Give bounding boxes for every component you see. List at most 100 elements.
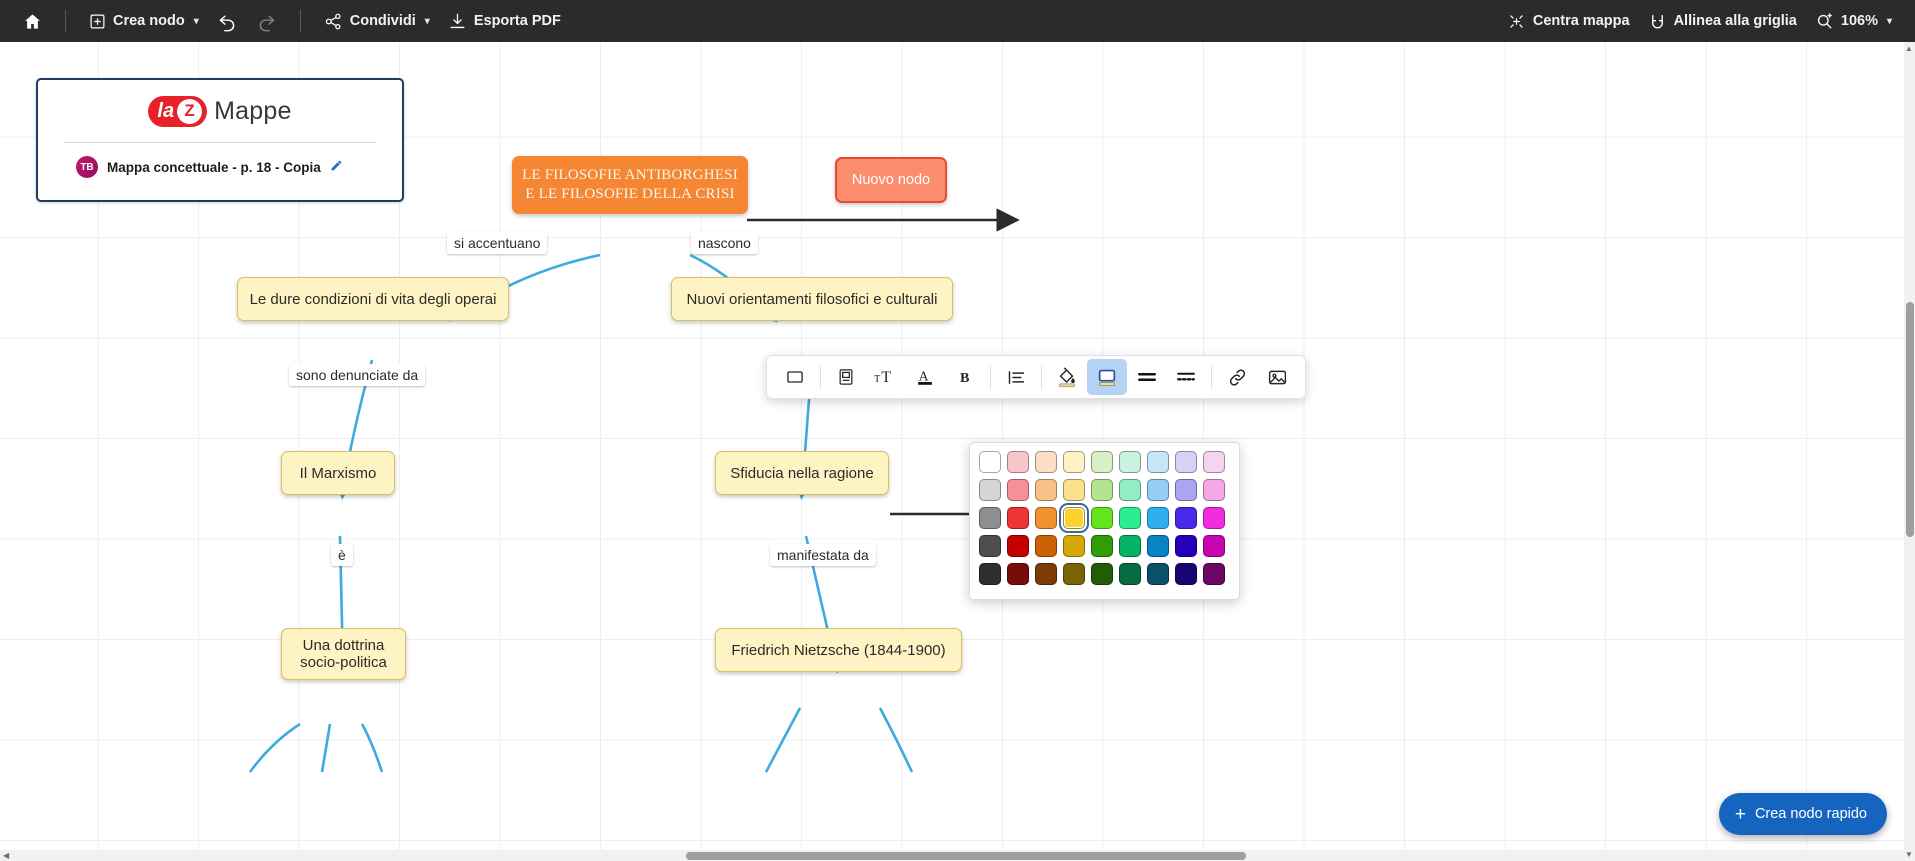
color-swatch[interactable] bbox=[1147, 507, 1169, 529]
brand-z-badge: Z bbox=[177, 98, 203, 124]
color-swatch[interactable] bbox=[979, 563, 1001, 585]
color-swatch[interactable] bbox=[979, 535, 1001, 557]
color-swatch[interactable] bbox=[1063, 451, 1085, 473]
node-sfiducia-ragione[interactable]: Sfiducia nella ragione bbox=[715, 451, 889, 495]
line-dotted-button[interactable] bbox=[1166, 359, 1206, 395]
color-swatch[interactable] bbox=[1119, 507, 1141, 529]
fill-color-button[interactable] bbox=[1047, 359, 1087, 395]
center-map-button[interactable]: Centra mappa bbox=[1498, 6, 1639, 36]
align-button[interactable] bbox=[996, 359, 1036, 395]
color-swatch[interactable] bbox=[1119, 535, 1141, 557]
font-size-button[interactable]: T T bbox=[866, 359, 906, 395]
node-condizioni-operai[interactable]: Le dure condizioni di vita degli operai bbox=[237, 277, 509, 321]
link-button[interactable] bbox=[1217, 359, 1257, 395]
color-swatch[interactable] bbox=[1147, 563, 1169, 585]
color-swatch[interactable] bbox=[1035, 507, 1057, 529]
node-nietzsche[interactable]: Friedrich Nietzsche (1844-1900) bbox=[715, 628, 962, 672]
node-nuovo-nodo[interactable]: Nuovo nodo bbox=[835, 157, 947, 203]
snap-grid-button[interactable]: Allinea alla griglia bbox=[1639, 6, 1806, 36]
create-node-button[interactable]: Crea nodo ▾ bbox=[80, 6, 208, 36]
scroll-left-arrow-icon[interactable]: ◀ bbox=[3, 851, 10, 860]
chevron-down-icon: ▾ bbox=[193, 15, 199, 27]
horizontal-scroll-thumb[interactable] bbox=[686, 852, 1246, 860]
color-swatch[interactable] bbox=[1059, 503, 1089, 533]
color-swatch[interactable] bbox=[1203, 479, 1225, 501]
color-swatch[interactable] bbox=[1175, 507, 1197, 529]
color-swatch[interactable] bbox=[1119, 563, 1141, 585]
color-swatch[interactable] bbox=[979, 451, 1001, 473]
color-swatch[interactable] bbox=[1007, 451, 1029, 473]
bold-button[interactable]: B bbox=[945, 359, 985, 395]
card-button[interactable] bbox=[826, 359, 866, 395]
map-title-card[interactable]: la Z Mappe TB Mappa concettuale - p. 18 … bbox=[36, 78, 404, 202]
color-swatch[interactable] bbox=[1175, 451, 1197, 473]
color-swatch[interactable] bbox=[1007, 535, 1029, 557]
color-swatch[interactable] bbox=[1203, 563, 1225, 585]
color-swatch[interactable] bbox=[1175, 563, 1197, 585]
vertical-scroll-thumb[interactable] bbox=[1906, 302, 1914, 537]
color-swatch[interactable] bbox=[1175, 479, 1197, 501]
node-nuovi-orientamenti-label: Nuovi orientamenti filosofici e cultural… bbox=[686, 290, 938, 308]
color-swatch[interactable] bbox=[979, 507, 1001, 529]
color-swatch[interactable] bbox=[1091, 563, 1113, 585]
color-swatch[interactable] bbox=[1035, 563, 1057, 585]
vertical-scrollbar[interactable]: ▲ ▼ bbox=[1904, 42, 1915, 861]
scroll-down-arrow-icon[interactable]: ▼ bbox=[1905, 850, 1913, 859]
shape-button[interactable] bbox=[775, 359, 815, 395]
color-swatch[interactable] bbox=[979, 479, 1001, 501]
color-swatch[interactable] bbox=[1091, 451, 1113, 473]
color-swatch[interactable] bbox=[1063, 535, 1085, 557]
card-divider bbox=[64, 142, 376, 143]
node-marxismo[interactable]: Il Marxismo bbox=[281, 451, 395, 495]
toolbar-divider bbox=[65, 10, 66, 32]
color-swatch[interactable] bbox=[1147, 535, 1169, 557]
color-swatch[interactable] bbox=[1119, 479, 1141, 501]
color-swatch[interactable] bbox=[1203, 535, 1225, 557]
horizontal-scrollbar[interactable]: ◀ bbox=[0, 850, 1915, 861]
scroll-up-arrow-icon[interactable]: ▲ bbox=[1905, 44, 1913, 53]
edge-label-manifestata-da[interactable]: manifestata da bbox=[770, 544, 876, 566]
undo-button[interactable] bbox=[208, 6, 247, 36]
color-swatch[interactable] bbox=[1203, 507, 1225, 529]
zoom-control[interactable]: 106% ▾ bbox=[1806, 6, 1901, 36]
node-root[interactable]: LE FILOSOFIE ANTIBORGHESI E LE FILOSOFIE… bbox=[512, 156, 748, 214]
border-style-button[interactable] bbox=[1086, 359, 1127, 395]
quick-create-node-fab[interactable]: + Crea nodo rapido bbox=[1718, 793, 1887, 835]
color-swatch[interactable] bbox=[1035, 535, 1057, 557]
color-swatch[interactable] bbox=[1007, 479, 1029, 501]
edge-label-nascono[interactable]: nascono bbox=[691, 232, 758, 254]
color-swatch[interactable] bbox=[1007, 507, 1029, 529]
color-swatch[interactable] bbox=[1035, 451, 1057, 473]
fmt-divider-2 bbox=[990, 365, 992, 389]
redo-button[interactable] bbox=[247, 6, 286, 36]
share-button[interactable]: Condividi ▾ bbox=[315, 6, 439, 36]
color-swatch[interactable] bbox=[1007, 563, 1029, 585]
color-swatch[interactable] bbox=[1063, 563, 1085, 585]
image-button[interactable] bbox=[1257, 359, 1297, 395]
line-solid-button[interactable] bbox=[1127, 359, 1167, 395]
node-dottrina-socio-politica[interactable]: Una dottrina socio-politica bbox=[281, 628, 406, 680]
color-swatch[interactable] bbox=[1119, 451, 1141, 473]
color-swatch[interactable] bbox=[1147, 479, 1169, 501]
color-swatch[interactable] bbox=[1063, 479, 1085, 501]
fmt-divider-4 bbox=[1211, 365, 1213, 389]
color-swatch[interactable] bbox=[1091, 507, 1113, 529]
edit-pencil-icon[interactable] bbox=[330, 159, 343, 175]
text-color-button[interactable]: A bbox=[905, 359, 945, 395]
color-swatch[interactable] bbox=[1175, 535, 1197, 557]
doc-title-row[interactable]: TB Mappa concettuale - p. 18 - Copia bbox=[38, 143, 402, 178]
home-button[interactable] bbox=[14, 6, 51, 36]
edge-label-e[interactable]: è bbox=[331, 544, 353, 566]
node-root-label: LE FILOSOFIE ANTIBORGHESI E LE FILOSOFIE… bbox=[522, 167, 738, 202]
color-swatch[interactable] bbox=[1091, 479, 1113, 501]
edge-label-sono-denunciate-da[interactable]: sono denunciate da bbox=[289, 364, 426, 386]
color-swatch[interactable] bbox=[1203, 451, 1225, 473]
edge-label-si-accentuano[interactable]: si accentuano bbox=[447, 232, 548, 254]
node-nuovi-orientamenti[interactable]: Nuovi orientamenti filosofici e cultural… bbox=[671, 277, 953, 321]
color-swatch[interactable] bbox=[1091, 535, 1113, 557]
color-swatch[interactable] bbox=[1147, 451, 1169, 473]
map-canvas[interactable]: la Z Mappe TB Mappa concettuale - p. 18 … bbox=[0, 42, 1915, 861]
node-format-toolbar: T T A B bbox=[766, 355, 1306, 399]
color-swatch[interactable] bbox=[1035, 479, 1057, 501]
export-pdf-button[interactable]: Esporta PDF bbox=[439, 6, 570, 36]
